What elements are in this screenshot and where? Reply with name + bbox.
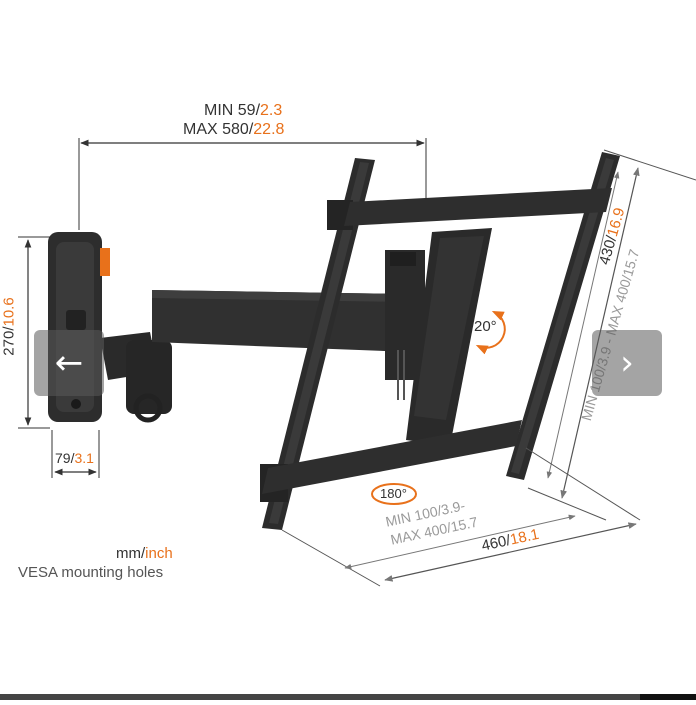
arrow-left-icon: ←	[54, 343, 84, 383]
width-dimension-line	[78, 138, 427, 230]
vesa-caption: VESA mounting holes	[18, 564, 164, 581]
previous-image-button[interactable]: ←	[34, 330, 104, 396]
depth-dimension-line	[51, 430, 100, 478]
width-max-label: MAX 580/22.8	[183, 121, 285, 138]
vesa-bar-bottom	[262, 420, 522, 494]
arrow-right-icon: ›	[620, 343, 634, 383]
units-label: mm/inch	[116, 545, 173, 562]
carousel-progress-bar	[0, 694, 696, 700]
carousel-progress-segment	[640, 694, 696, 700]
width-min-label: MIN 59/2.3	[204, 102, 283, 119]
height-label: 270/10.6	[0, 297, 18, 356]
swivel-arc-icon	[371, 483, 417, 505]
swivel-label: 180°	[380, 486, 407, 501]
vesa-bar-top	[344, 188, 612, 226]
tilt-hub	[406, 228, 492, 446]
tilt-label: 20°	[474, 318, 497, 335]
next-image-button[interactable]: ›	[592, 330, 662, 396]
tilt-arc-icon	[475, 310, 506, 355]
depth-label: 79/3.1	[55, 450, 94, 466]
height-dimension-line	[18, 236, 50, 429]
swing-arm	[100, 250, 425, 423]
plate-width-dimension-line	[281, 447, 641, 587]
